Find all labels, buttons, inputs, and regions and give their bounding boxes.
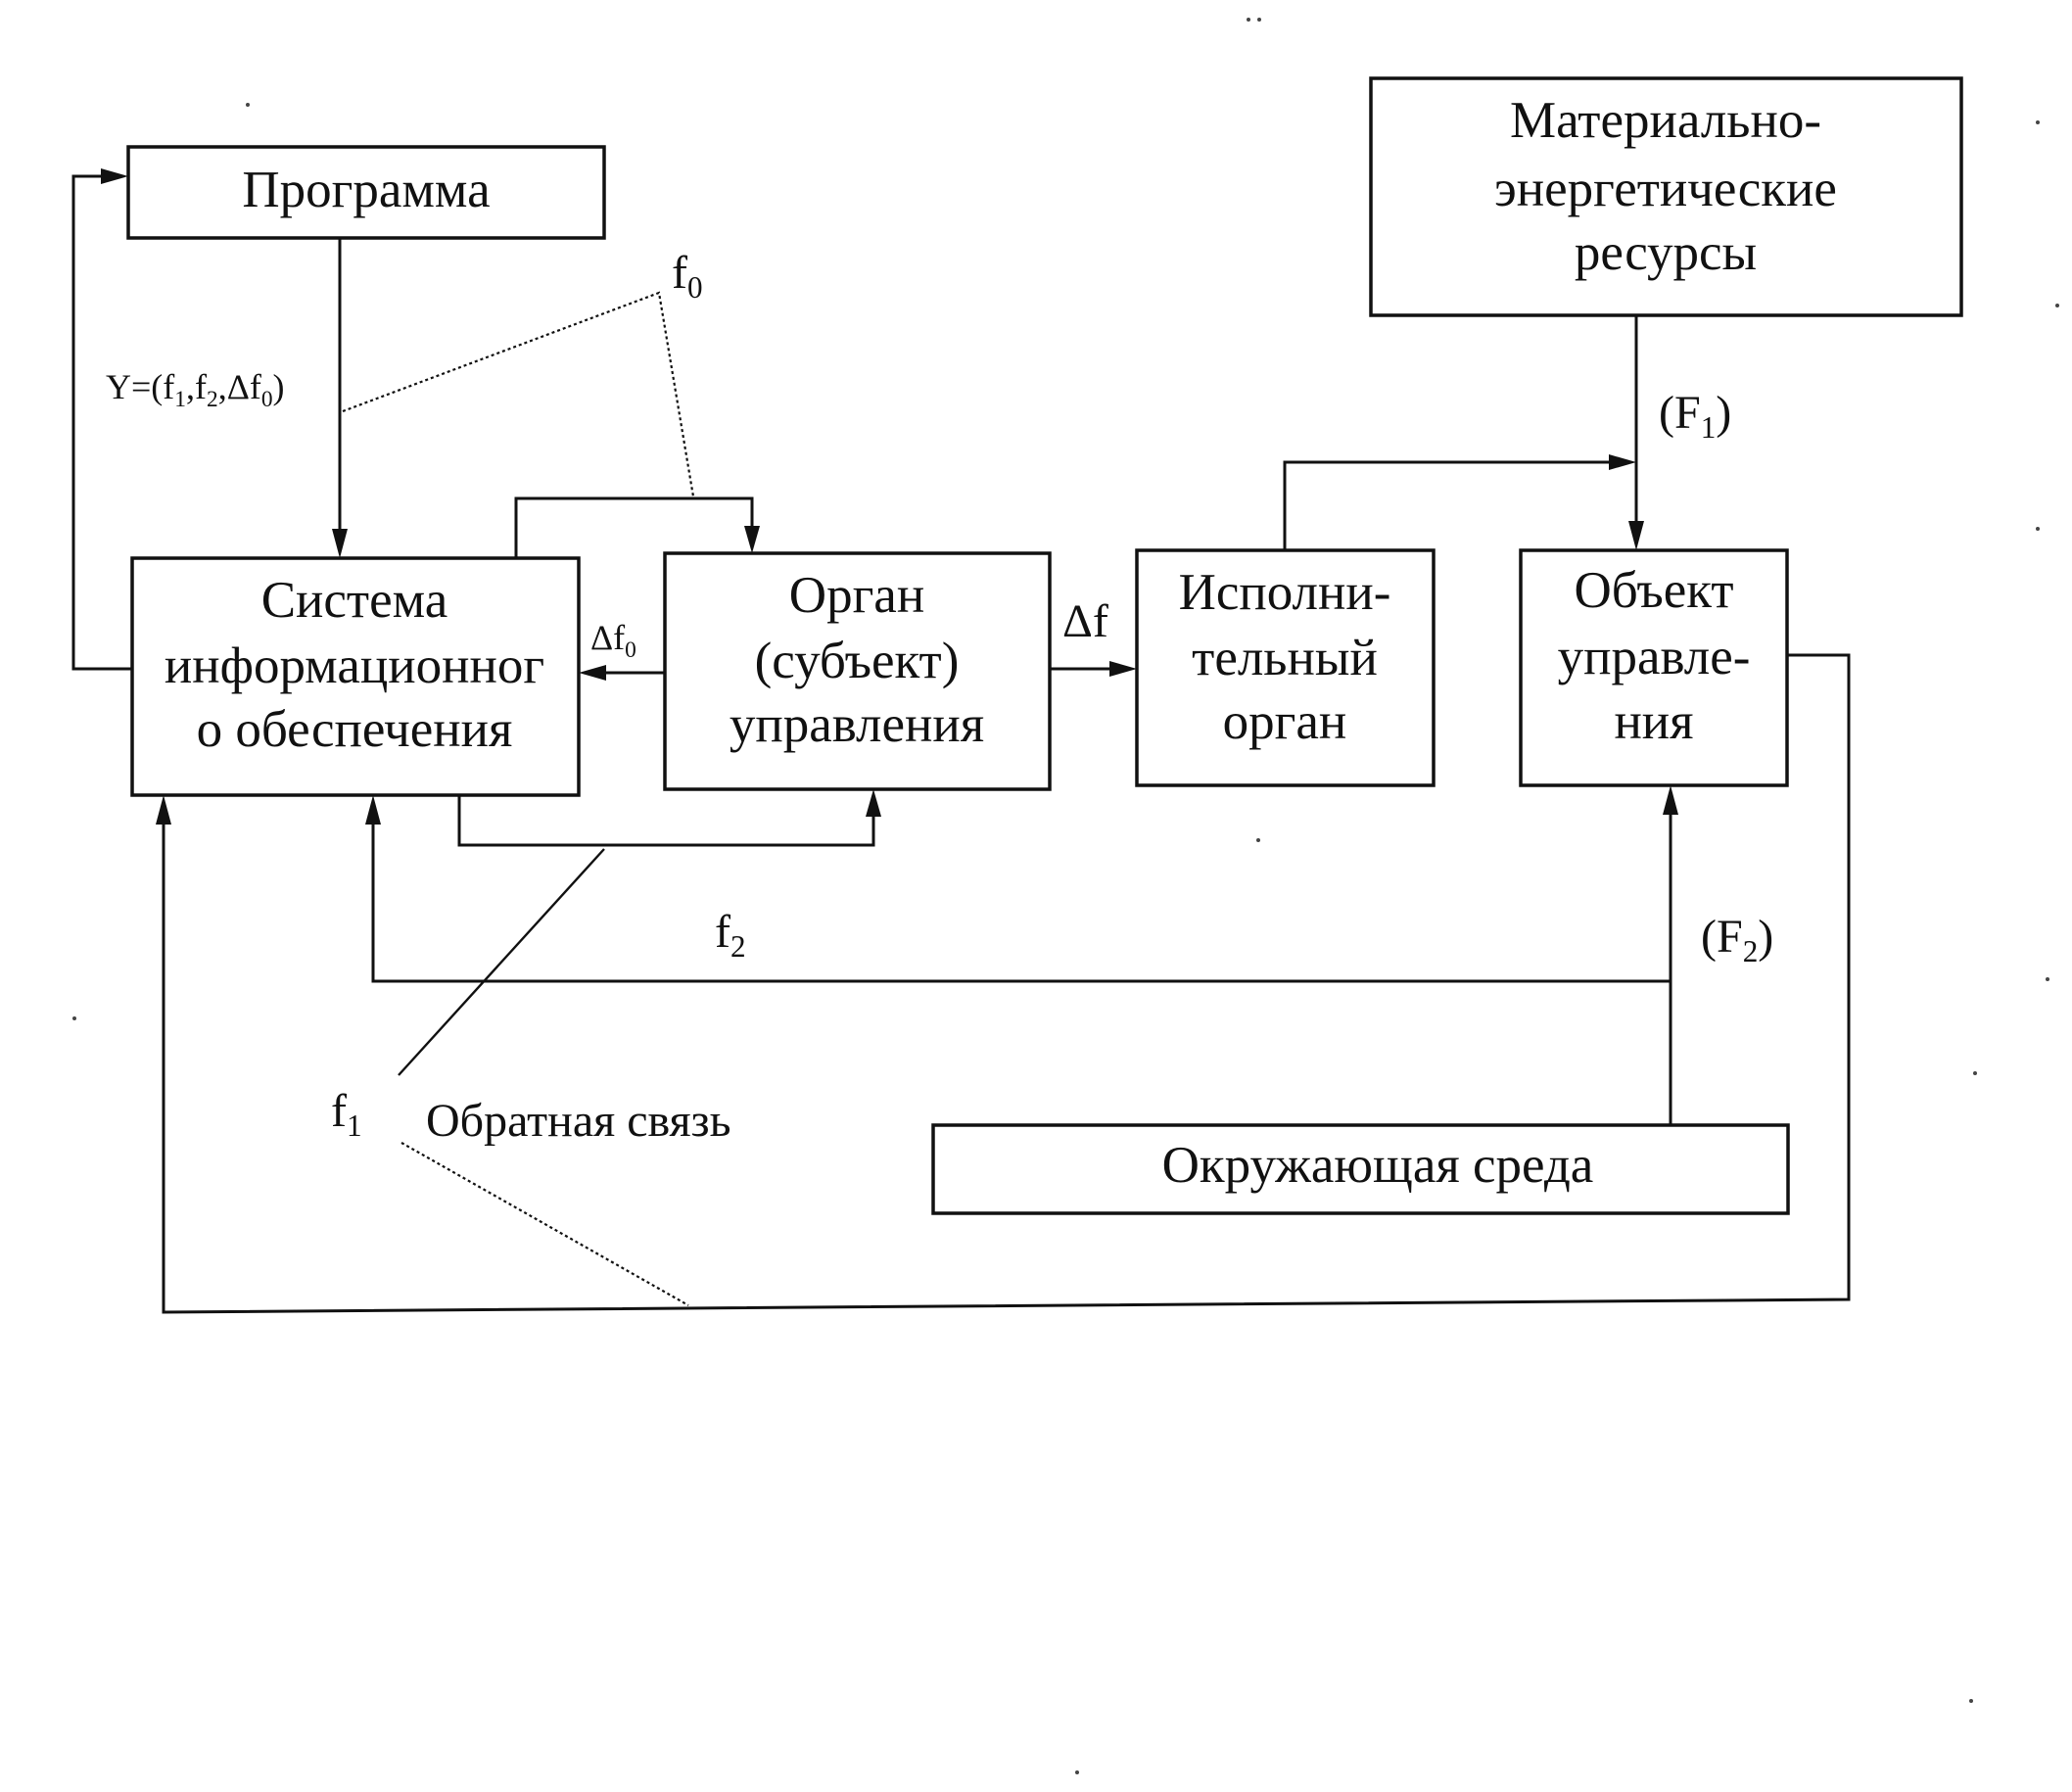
resources-label-line-3: ресурсы (1575, 224, 1757, 281)
info-system-to-control-organ-top-arrow (514, 496, 760, 558)
F1-label: (F1) (1659, 387, 1731, 445)
f1-feedback-loop-arrow (156, 653, 1851, 1314)
scan-specks (72, 18, 2059, 1774)
executive-organ-label-line-2: тельный (1192, 630, 1378, 686)
executive-organ-label-line-1: Исполни- (1179, 564, 1391, 621)
environment-label: Окружающая среда (1162, 1137, 1594, 1194)
controlled-object-label-line-2: управле- (1558, 629, 1751, 685)
f1-leader-lines (398, 848, 689, 1306)
controlled-object-block: Объект управле- ния (1519, 548, 1789, 787)
f1-label: f1 (331, 1085, 362, 1143)
program-to-info-system-arrow (332, 238, 348, 558)
control-organ-to-executive-organ-arrow (1050, 661, 1137, 677)
controlled-object-label-line-3: ния (1614, 693, 1693, 750)
f0-leader-lines (342, 291, 695, 497)
environment-block: Окружающая среда (931, 1123, 1790, 1215)
f0-label: f0 (672, 247, 703, 305)
control-organ-block: Орган (субъект) управления (663, 551, 1052, 791)
F2-label: (F2) (1701, 911, 1773, 968)
info-system-label-line-2: информационног (165, 637, 544, 694)
control-organ-label-line-2: (субъект) (755, 633, 960, 689)
resources-block: Материально- энергетические ресурсы (1369, 76, 1963, 317)
resources-label-line-2: энергетические (1494, 161, 1837, 217)
program-block: Программа (126, 145, 606, 240)
resources-to-controlled-object-arrow (1628, 315, 1644, 550)
executive-organ-block: Исполни- тельный орган (1135, 548, 1436, 787)
info-system-to-program-loop (71, 168, 132, 671)
info-system-block: Система информационног о обеспечения (130, 556, 581, 797)
executive-organ-label-line-3: орган (1223, 693, 1347, 750)
delta-f-label: Δf (1062, 595, 1108, 647)
control-organ-label-line-3: управления (730, 696, 984, 753)
control-organ-label-line-1: Орган (789, 567, 924, 624)
program-label: Программа (242, 162, 490, 218)
control-organ-to-info-system-arrow (579, 665, 665, 681)
resources-label-line-1: Материально- (1510, 92, 1821, 149)
executive-organ-to-resources-line-arrow (1283, 454, 1636, 550)
y-formula-label: Y=(f1,f2,Δf0) (106, 367, 285, 412)
info-system-to-control-organ-bottom-arrow (457, 789, 881, 847)
f2-feedback-arrow (365, 795, 1671, 983)
info-system-label-line-1: Система (261, 572, 448, 629)
info-system-label-line-3: о обеспечения (197, 701, 513, 758)
delta-f0-label: Δf0 (590, 618, 636, 663)
feedback-label: Обратная связь (426, 1095, 730, 1147)
environment-to-controlled-object-arrow (1663, 785, 1678, 1125)
controlled-object-label-line-1: Объект (1574, 562, 1733, 619)
f2-label: f2 (715, 906, 746, 964)
